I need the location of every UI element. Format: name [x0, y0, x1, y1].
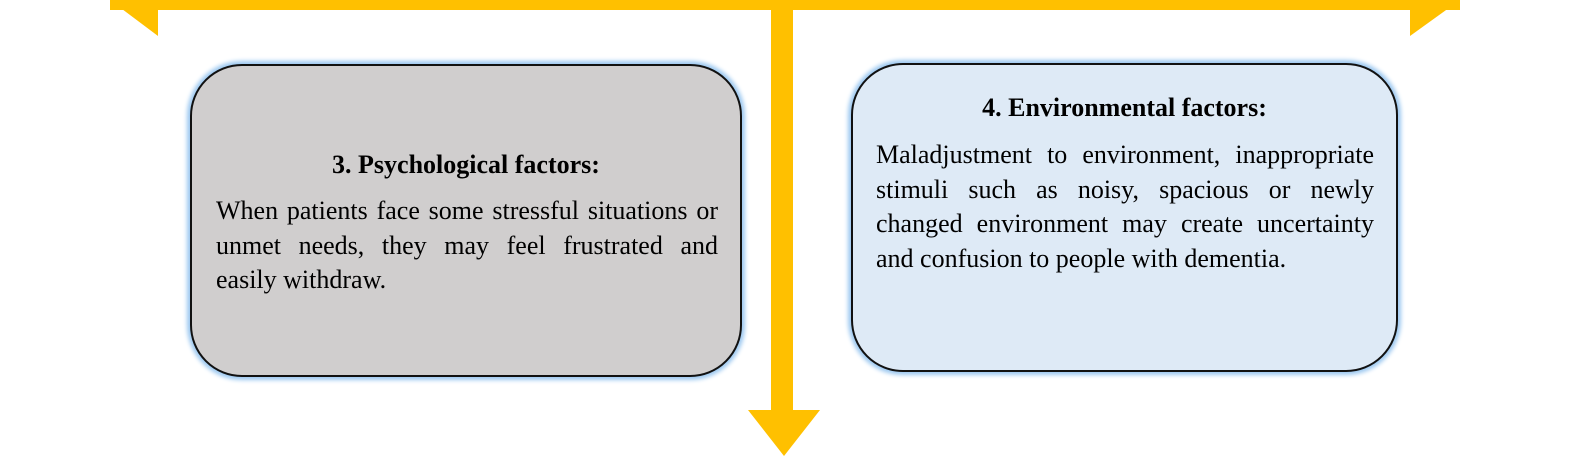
box-title: 3. Psychological factors:: [332, 150, 600, 179]
box-title: 4. Environmental factors:: [982, 93, 1267, 122]
psychological-factors-box: 3. Psychological factors: When patients …: [190, 64, 742, 377]
box-body: Maladjustment to environment, inappropri…: [876, 140, 1374, 273]
right-arrowhead: [1410, 0, 1460, 36]
vertical-stem: [771, 0, 793, 412]
box-body: When patients face some stressful situat…: [216, 196, 718, 295]
left-arrowhead: [110, 0, 158, 36]
down-arrowhead: [748, 410, 820, 456]
environmental-factors-box: 4. Environmental factors: Maladjustment …: [851, 63, 1398, 372]
